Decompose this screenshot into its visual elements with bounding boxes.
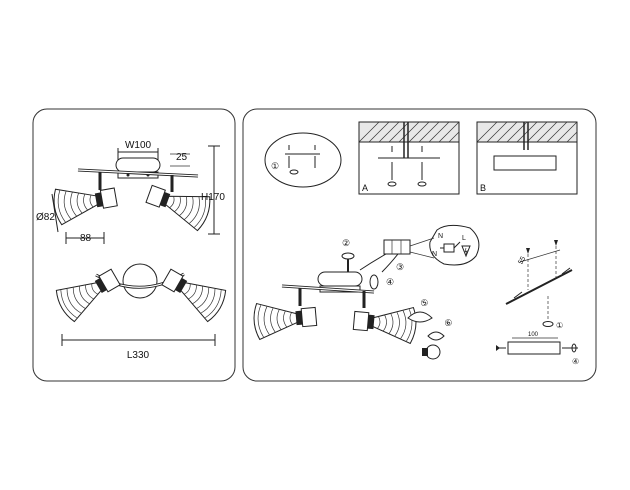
lamp-cover <box>407 311 433 323</box>
length-dimension: L330 <box>61 334 216 361</box>
install-shade-left <box>252 297 319 341</box>
step6-number: ⑥ <box>443 316 455 329</box>
option-b-box: B <box>476 121 578 195</box>
spot-shade-right <box>142 176 215 233</box>
mini-step1-number: ① <box>556 321 563 330</box>
width-dimension: W100 <box>117 140 159 160</box>
mounting-bar-detail: 55 ① <box>505 240 573 330</box>
width-label: W100 <box>125 140 152 151</box>
option-b-label: B <box>480 183 486 193</box>
step3-number: ③ <box>396 262 404 272</box>
bar-100-detail: 100 ④ <box>496 332 579 366</box>
dim-55-label: 55 <box>517 255 527 265</box>
step1-number: ① <box>271 161 279 171</box>
diameter-label: Ø82 <box>36 212 55 223</box>
step2-number: ② <box>342 238 350 248</box>
wire-n-label-2: N <box>432 251 437 258</box>
option-a-box: A <box>358 121 460 195</box>
height-label: H170 <box>201 192 225 203</box>
mini-step4-number: ④ <box>572 357 579 366</box>
step4-number: ④ <box>386 277 394 287</box>
wire-n-label: N <box>438 233 443 240</box>
dim-100-label: 100 <box>528 332 539 338</box>
wire-l-label: L <box>462 235 466 242</box>
height-dimension: H170 <box>201 145 225 235</box>
step5-number: ⑤ <box>419 296 431 309</box>
depth-dimension: 88 <box>65 232 105 244</box>
option-a-label: A <box>362 183 368 193</box>
diameter-dimension: Ø82 <box>36 193 59 233</box>
spot-shade-left <box>51 178 120 226</box>
depth-label: 88 <box>80 233 92 244</box>
wiring-detail-bubble: N L N <box>429 224 480 266</box>
light-bulb <box>422 344 441 360</box>
install-shade-right <box>351 301 418 345</box>
left-panel-frame <box>32 108 236 382</box>
terminal-block <box>359 239 411 273</box>
step1-bubble: ① <box>264 132 342 188</box>
length-label: L330 <box>127 350 150 361</box>
canopy-height-label: 25 <box>176 152 188 163</box>
top-view <box>52 260 230 325</box>
right-panel-frame <box>242 108 597 382</box>
